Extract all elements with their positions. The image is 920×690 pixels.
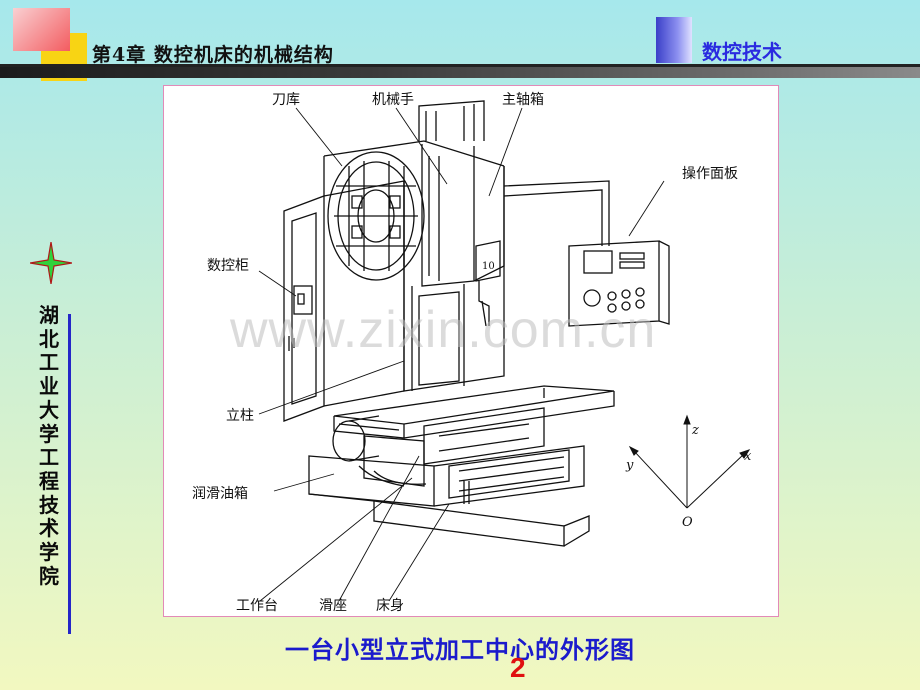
label-cnc-cabinet: 数控柜: [207, 258, 249, 274]
axis-z-label: z: [691, 423, 699, 438]
decor-square-red: [13, 8, 70, 51]
label-tool-magazine: 刀库: [272, 92, 300, 108]
header-rule-top: [0, 64, 920, 67]
svg-text:10: 10: [482, 261, 495, 272]
school-char: 湖: [39, 303, 59, 327]
coordinate-axes: [628, 414, 751, 509]
label-manipulator: 机械手: [372, 92, 414, 108]
school-char: 大: [39, 397, 59, 422]
label-column: 立柱: [226, 408, 254, 424]
school-char: 学: [39, 421, 59, 446]
axis-y-label: y: [625, 458, 634, 473]
star-icon: [30, 242, 72, 284]
school-char: 术: [39, 516, 59, 541]
sidebar-rule: [68, 314, 71, 634]
course-title: 数控技术: [702, 40, 782, 64]
school-char: 工: [39, 445, 59, 470]
label-spindle-box: 主轴箱: [502, 92, 544, 108]
label-lubrication-tank: 润滑油箱: [192, 485, 248, 502]
page-number: 2: [510, 652, 526, 683]
chapter-title: 第4章 数控机床的机械结构: [92, 44, 334, 66]
label-operation-panel: 操作面板: [682, 166, 738, 182]
school-char: 学: [39, 540, 59, 565]
decor-square-blue: [656, 17, 692, 63]
school-char: 院: [39, 563, 59, 588]
school-char: 业: [39, 374, 59, 399]
school-char: 工: [39, 350, 59, 375]
axis-origin-label: O: [682, 515, 693, 530]
axis-x-label: x: [744, 449, 752, 464]
label-worktable: 工作台: [236, 598, 278, 614]
watermark-text: www.zixin.com.cn: [230, 301, 657, 359]
machining-center-drawing: 10: [192, 92, 752, 614]
figure-frame: 10: [163, 85, 779, 617]
label-bed: 床身: [376, 598, 404, 614]
figure-caption: 一台小型立式加工中心的外形图: [285, 635, 635, 664]
school-char: 北: [39, 326, 59, 351]
school-char: 技: [39, 492, 59, 517]
school-name-vertical: 湖 北 工 业 大 学 工 程 技 术 学 院: [34, 303, 64, 588]
school-char: 程: [39, 468, 59, 493]
label-saddle: 滑座: [319, 597, 347, 614]
header-rule: [0, 64, 920, 78]
